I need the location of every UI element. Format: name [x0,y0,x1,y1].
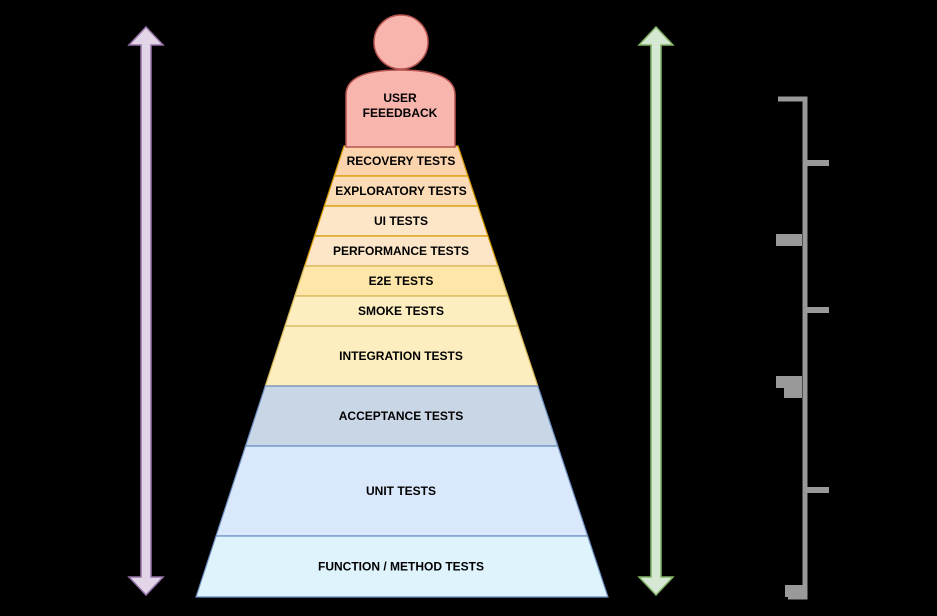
pyramid-layer-label: E2E TESTS [369,274,434,288]
pyramid-layer-label: FUNCTION / METHOD TESTS [318,560,484,574]
pyramid-layer-label: UI TESTS [374,214,428,228]
right-double-arrow [637,25,675,597]
bracket-tab [776,234,802,246]
person-label-line1: USER [383,91,417,105]
pyramid-layer-label: UNIT TESTS [366,484,436,498]
person-label-line2: FEEEDBACK [363,106,438,120]
person-body [345,69,456,148]
bracket-tab [805,487,829,493]
pyramid-layer-label: INTEGRATION TESTS [339,349,463,363]
right-bracket [776,96,829,600]
pyramid-layer-label: ACCEPTANCE TESTS [339,409,463,423]
bracket-tab [805,307,829,313]
user-feedback-person: USER FEEEDBACK [345,14,456,148]
pyramid-layer [195,535,609,598]
bracket-line [778,96,808,600]
left-double-arrow [127,25,165,597]
bracket-tab [784,388,802,398]
pyramid-layer-label: PERFORMANCE TESTS [333,244,469,258]
pyramid-layer-label: SMOKE TESTS [358,304,444,318]
pyramid-layer-label: EXPLORATORY TESTS [335,184,467,198]
bracket-tab [785,585,803,597]
bracket-tab [805,160,829,166]
person-head [373,14,429,70]
pyramid-layers: RECOVERY TESTS EXPLORATORY TESTS UI TESTS P… [195,145,609,598]
pyramid-layer-label: RECOVERY TESTS [347,154,456,168]
bracket-tab [776,376,802,388]
